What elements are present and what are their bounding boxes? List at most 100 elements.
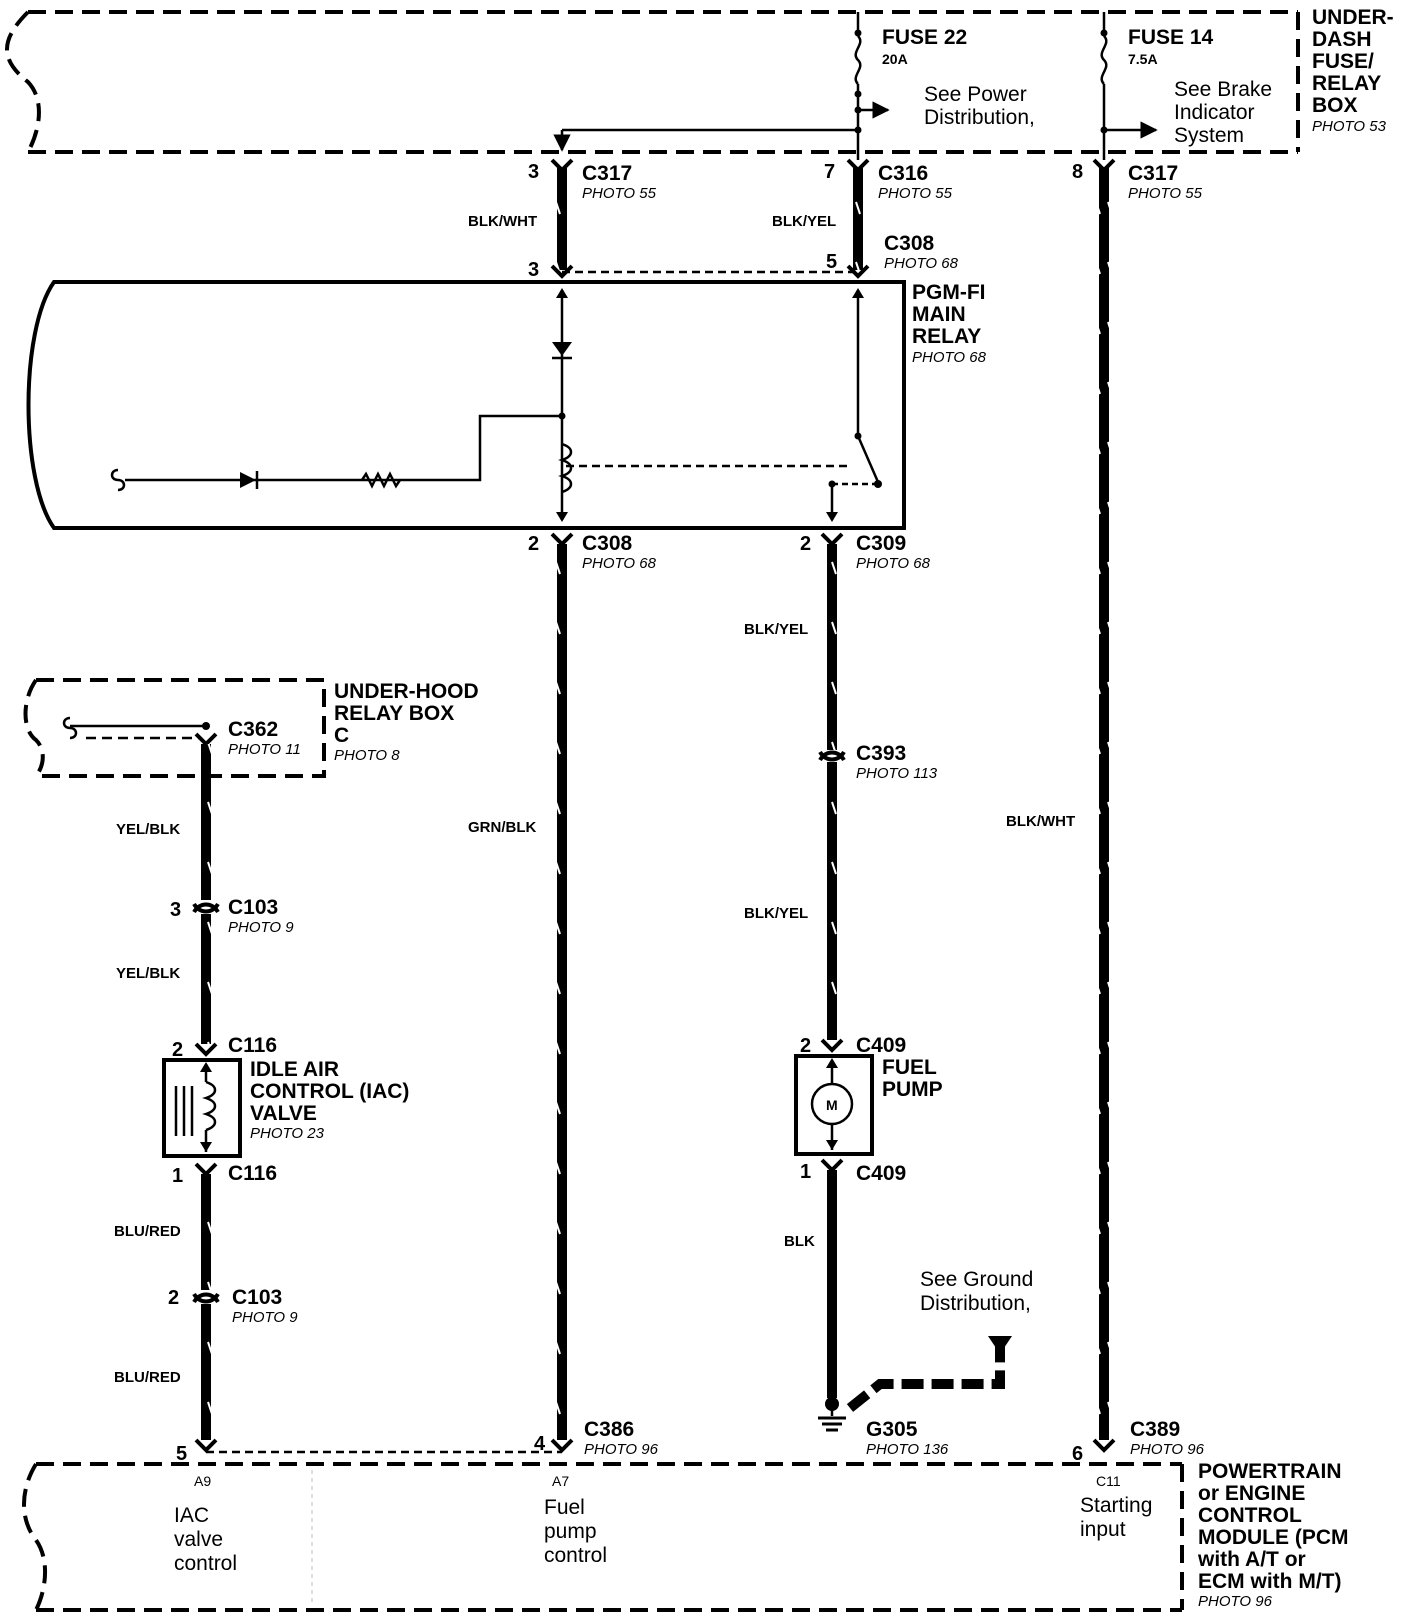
c316-pin: 7: [824, 161, 835, 183]
c317-left-pin: 3: [528, 161, 539, 183]
underhood-title-2: RELAY BOX: [334, 702, 454, 725]
wire-label-blk: BLK: [784, 1233, 815, 1250]
underdash-fuse-relay-box: UNDER- DASH FUSE/ RELAY BOX PHOTO 53: [5, 6, 1394, 154]
c308-top-photo: PHOTO 68: [884, 255, 959, 272]
fuse22-name: FUSE 22: [882, 26, 967, 49]
pcm-c11-desc-2: input: [1080, 1518, 1126, 1541]
pcm-title-4: MODULE (PCM: [1198, 1526, 1349, 1549]
connector-c386: 5 4 C386 PHOTO 96: [176, 1418, 659, 1465]
c308-bottom-name: C308: [582, 532, 633, 555]
c103-bottom-name: C103: [232, 1286, 282, 1309]
connector-c309: 2 C309 PHOTO 68: [800, 532, 931, 572]
underhood-title-3: C: [334, 724, 349, 747]
pcm-terminal-a9: A9: [194, 1473, 211, 1489]
fuse14-note-1: See Brake: [1174, 78, 1272, 101]
c308-top-pin-left: 3: [528, 259, 539, 281]
c116-top-pin: 2: [172, 1039, 183, 1061]
underdash-title-4: RELAY: [1312, 72, 1381, 95]
underdash-title-3: FUSE/: [1312, 50, 1374, 73]
ground-note-1: See Ground: [920, 1268, 1033, 1291]
fuel-pump: M FUEL PUMP: [794, 1054, 943, 1156]
fuse-22: FUSE 22 20A See Power Distribution,: [553, 12, 1035, 160]
c409-top-name: C409: [856, 1034, 906, 1057]
pcm-a9-desc-1: IAC: [174, 1504, 209, 1527]
c386-name: C386: [584, 1418, 634, 1441]
c308-bottom-pin: 2: [528, 533, 539, 555]
c103-top-pin: 3: [170, 899, 181, 921]
wire-label-blk-yel-mid1: BLK/YEL: [744, 621, 808, 638]
fuse14-name: FUSE 14: [1128, 26, 1214, 49]
pcm-photo: PHOTO 96: [1198, 1593, 1273, 1610]
connector-c103-bottom: 2 C103 PHOTO 9: [168, 1286, 298, 1326]
underdash-photo: PHOTO 53: [1312, 118, 1387, 135]
c362-photo: PHOTO 11: [228, 741, 301, 758]
c308-bottom-photo: PHOTO 68: [582, 555, 657, 572]
pcm-terminal-a7: A7: [552, 1473, 569, 1489]
pcm-title-5: with A/T or: [1197, 1548, 1306, 1571]
wire-label-blk-wht-left: BLK/WHT: [468, 213, 537, 230]
fuse14-note-3: System: [1174, 124, 1244, 147]
underdash-title-5: BOX: [1312, 94, 1358, 117]
c308-top-name: C308: [884, 232, 935, 255]
connector-c308-bottom: 2 C308 PHOTO 68: [528, 532, 657, 572]
fuse22-rating: 20A: [882, 51, 908, 67]
connector-c389: 6 C389 PHOTO 96: [1072, 1418, 1205, 1465]
g305-photo: PHOTO 136: [866, 1441, 949, 1458]
c362-name: C362: [228, 718, 278, 741]
relay-title-3: RELAY: [912, 325, 981, 348]
c309-pin: 2: [800, 533, 811, 555]
c309-name: C309: [856, 532, 906, 555]
c409-top-pin: 2: [800, 1035, 811, 1057]
c309-photo: PHOTO 68: [856, 555, 931, 572]
c316-name: C316: [878, 162, 928, 185]
c116-bottom-name: C116: [228, 1162, 277, 1185]
c308-top-pin-right: 5: [826, 251, 837, 273]
c317-right-pin: 8: [1072, 161, 1083, 183]
c317-left-name: C317: [582, 162, 632, 185]
c103-top-photo: PHOTO 9: [228, 919, 294, 936]
pcm-title-6: ECM with M/T): [1198, 1570, 1341, 1593]
c317-right-photo: PHOTO 55: [1128, 185, 1203, 202]
relay-title-1: PGM-FI: [912, 281, 986, 304]
underdash-title-2: DASH: [1312, 28, 1372, 51]
underhood-relay-box: UNDER-HOOD RELAY BOX C PHOTO 8: [23, 678, 479, 778]
pcm-a7-desc-1: Fuel: [544, 1496, 585, 1519]
c389-name: C389: [1130, 1418, 1180, 1441]
connector-c362: C362 PHOTO 11: [194, 718, 301, 758]
underhood-title-1: UNDER-HOOD: [334, 680, 479, 703]
c393-name: C393: [856, 742, 906, 765]
relay-title-2: MAIN: [912, 303, 966, 326]
ground-g305: G305 PHOTO 136 See Ground Distribution,: [818, 1268, 1033, 1458]
pcm-a9-desc-3: control: [174, 1552, 237, 1575]
underdash-title-1: UNDER-: [1312, 6, 1394, 29]
fuse-14: FUSE 14 7.5A See Brake Indicator System: [1100, 12, 1272, 160]
c103-bottom-pin: 2: [168, 1287, 179, 1309]
c393-photo: PHOTO 113: [856, 765, 938, 782]
c103-top-name: C103: [228, 896, 278, 919]
ground-note-2: Distribution,: [920, 1292, 1031, 1315]
connector-c393: C393 PHOTO 113: [818, 742, 938, 782]
connector-c317-right: 8 C317 PHOTO 55: [1072, 158, 1203, 202]
wire-label-yel-blk-2: YEL/BLK: [116, 965, 180, 982]
c317-left-photo: PHOTO 55: [582, 185, 657, 202]
pcm-c11-desc-1: Starting: [1080, 1494, 1152, 1517]
pcm-title-3: CONTROL: [1198, 1504, 1302, 1527]
c409-bottom-name: C409: [856, 1162, 906, 1185]
wire-label-blk-yel-top: BLK/YEL: [772, 213, 836, 230]
c103-bottom-photo: PHOTO 9: [232, 1309, 298, 1326]
connector-c103-top: 3 C103 PHOTO 9: [170, 896, 294, 936]
fuse14-note-2: Indicator: [1174, 101, 1255, 124]
iac-photo: PHOTO 23: [250, 1125, 325, 1142]
fuel-pump-title-2: PUMP: [882, 1078, 943, 1101]
wire-label-blk-yel-mid2: BLK/YEL: [744, 905, 808, 922]
c409-bottom-pin: 1: [800, 1161, 811, 1183]
fuel-pump-title-1: FUEL: [882, 1056, 937, 1079]
pcm-title-2: or ENGINE: [1198, 1482, 1305, 1505]
pcm-a7-desc-3: control: [544, 1544, 607, 1567]
wire-label-blk-wht-right: BLK/WHT: [1006, 813, 1075, 830]
pcm-a9-desc-2: valve: [174, 1528, 223, 1551]
connector-c116-bottom: 1 C116: [172, 1162, 277, 1187]
connector-c409-bottom: 1 C409: [800, 1158, 906, 1185]
iac-title-3: VALVE: [250, 1102, 317, 1125]
